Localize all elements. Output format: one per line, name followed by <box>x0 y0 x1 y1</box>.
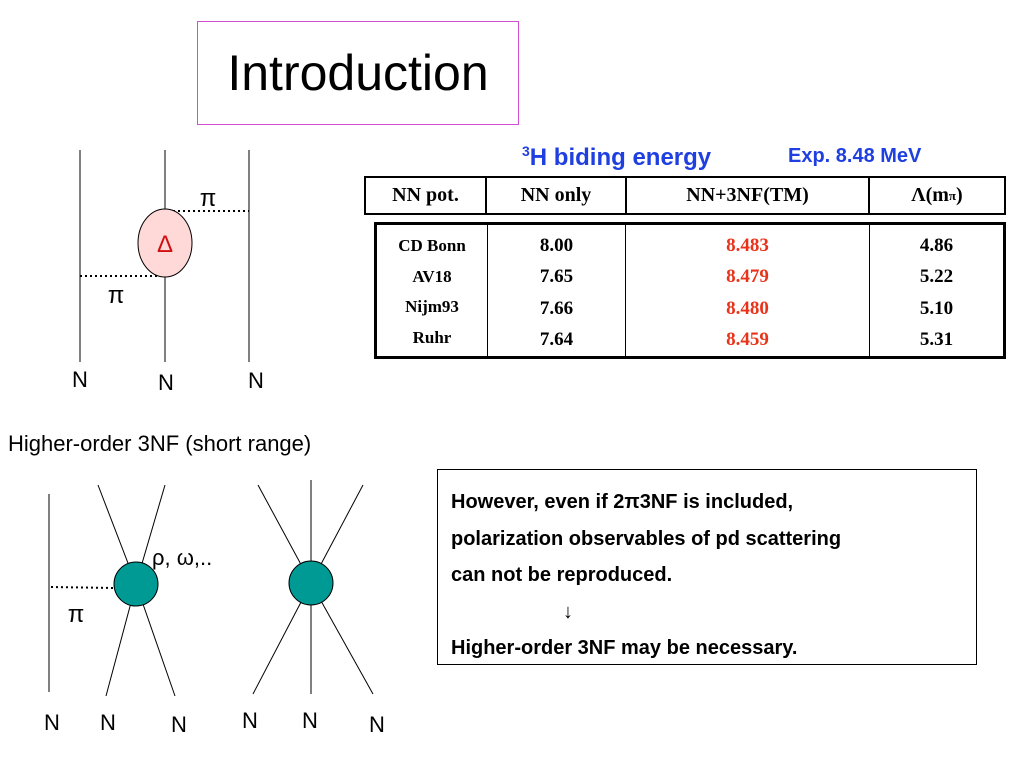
column-nn-pot: CD Bonn AV18 Nijm93 Ruhr <box>377 225 488 356</box>
cell-lambda: 5.10 <box>919 297 954 319</box>
down-arrow-icon: ↓ <box>563 600 573 623</box>
title-box: Introduction <box>197 21 519 125</box>
cell-nn-3nf: 8.483 <box>726 235 769 256</box>
short-range-contact-diagram: N N N <box>242 480 385 737</box>
cell-lambda: 5.22 <box>919 266 954 288</box>
cell-pot: Nijm93 <box>405 297 459 316</box>
nucleon-label: N <box>72 367 88 392</box>
header-lambda-prefix: Λ(m <box>911 184 949 206</box>
meson-label: ρ, ω,.. <box>152 545 212 570</box>
cell-nn-only: 7.64 <box>539 328 574 350</box>
header-lambda-sub: π <box>948 187 957 203</box>
conclusion-note: However, even if 2π3NF is included, pola… <box>437 469 977 665</box>
cell-nn-only: 8.00 <box>539 235 574 256</box>
slide-title: Introduction <box>227 45 489 101</box>
binding-energy-heading: 3H biding energy <box>522 143 711 172</box>
cell-lambda: 4.86 <box>919 235 954 256</box>
note-line: polarization observables of pd scatterin… <box>451 527 842 550</box>
header-lambda-suffix: ) <box>956 184 963 206</box>
nucleon-label: N <box>44 710 60 735</box>
nucleon-label: N <box>171 712 187 737</box>
header-nn-3nf: NN+3NF(TM) <box>627 178 870 213</box>
contact-vertex <box>288 560 334 606</box>
experimental-value: Exp. 8.48 MeV <box>788 145 922 167</box>
delta-symbol: Δ <box>157 231 173 258</box>
pi-label: π <box>68 601 85 628</box>
pion-exchange-line <box>50 586 115 589</box>
isotope-superscript: 3 <box>522 143 530 159</box>
cell-nn-3nf: 8.459 <box>726 328 769 350</box>
cell-pot: CD Bonn <box>398 236 466 255</box>
column-nn-3nf: 8.483 8.479 8.480 8.459 <box>626 225 870 356</box>
pi-label-top: π <box>200 185 217 212</box>
cell-nn-only: 7.65 <box>539 266 574 288</box>
cell-nn-3nf: 8.479 <box>726 266 769 288</box>
column-lambda: 4.86 5.22 5.10 5.31 <box>870 225 1003 356</box>
header-nn-pot: NN pot. <box>366 178 487 213</box>
binding-energy-text: H biding energy <box>529 144 712 171</box>
pi-label-bottom: π <box>108 282 125 309</box>
note-line: Higher-order 3NF may be necessary. <box>451 637 798 659</box>
nucleon-label: N <box>248 368 264 393</box>
nucleon-label: N <box>302 708 318 733</box>
delta-resonance-node <box>137 208 193 278</box>
cell-pot: AV18 <box>412 266 452 286</box>
short-range-label: Higher-order 3NF (short range) <box>8 431 312 456</box>
cell-nn-only: 7.66 <box>539 297 574 319</box>
nucleon-label: N <box>242 708 258 733</box>
nucleon-label: N <box>369 712 385 737</box>
note-line: can not be reproduced. <box>451 564 673 586</box>
nucleon-label: N <box>158 370 174 395</box>
short-range-vertex <box>113 561 159 607</box>
cell-lambda: 5.31 <box>919 328 954 350</box>
cell-nn-3nf: 8.480 <box>726 297 769 319</box>
table-body: CD Bonn AV18 Nijm93 Ruhr 8.00 7.65 7.66 … <box>374 222 1006 359</box>
nucleon-label: N <box>100 710 116 735</box>
column-nn-only: 8.00 7.65 7.66 7.64 <box>488 225 626 356</box>
short-range-pion-diagram: ρ, ω,.. π N N N <box>44 484 212 737</box>
delta-3nf-diagram: Δ π π N N N <box>72 150 264 395</box>
note-line: However, even if 2π3NF is included, <box>451 491 794 513</box>
cell-pot: Ruhr <box>412 327 452 347</box>
header-nn-only: NN only <box>487 178 627 213</box>
